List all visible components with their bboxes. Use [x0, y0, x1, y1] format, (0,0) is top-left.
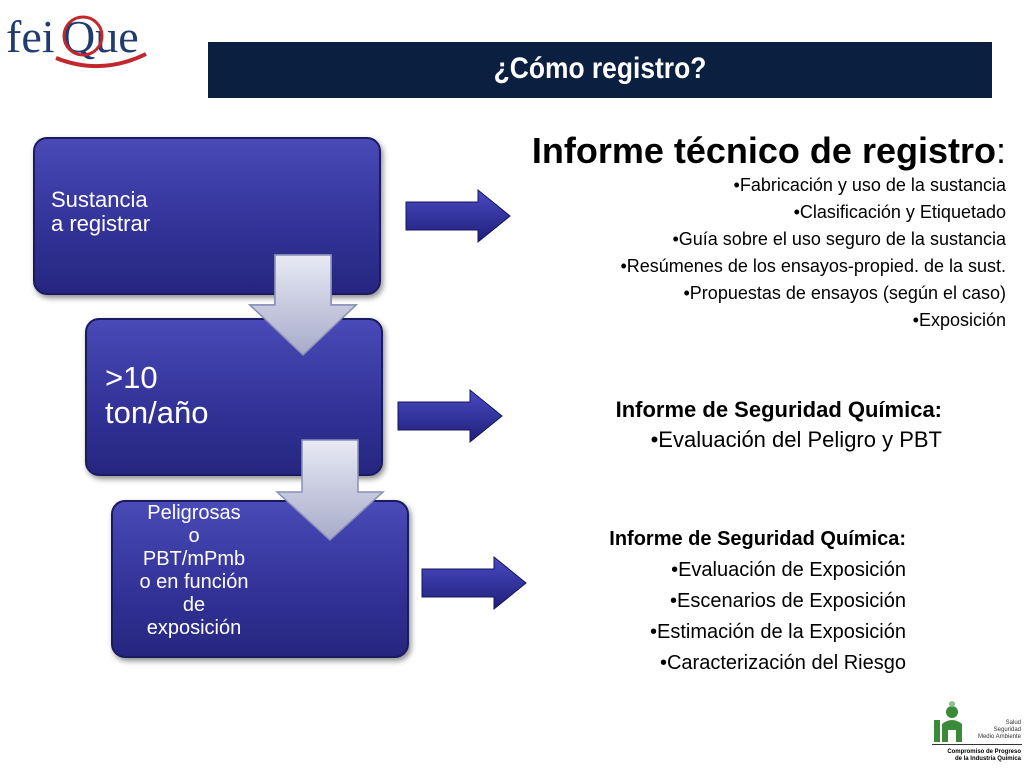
box-line: PBT/mPmb — [142, 548, 246, 570]
box-line: Sustancia — [51, 187, 148, 212]
logo-figure-head — [946, 706, 958, 718]
step-box-text: Peligrosas o PBT/mPmb o en función de ex… — [121, 502, 267, 640]
info-block-informe-tecnico: Informe técnico de registro: •Fabricació… — [446, 130, 1006, 334]
down-arrow-1-top — [248, 254, 358, 357]
logo-figure-body — [942, 720, 962, 742]
box-line: exposición — [146, 617, 242, 639]
info-item: •Resúmenes de los ensayos-propied. de la… — [620, 256, 1006, 276]
logo-figure-bar — [934, 720, 940, 742]
logo-divider — [932, 744, 1022, 745]
info-item: •Clasificación y Etiquetado — [793, 202, 1006, 222]
compromiso-progreso-logo: Salud Seguridad Medio Ambiente Compromis… — [932, 698, 1022, 764]
info-item: •Exposición — [912, 310, 1006, 330]
info-title-text: Informe técnico de registro — [531, 130, 996, 171]
step-box-tonnage: >10 ton/año — [85, 318, 383, 476]
logo-line: Salud — [1006, 720, 1021, 726]
info-item: •Estimación de la Exposición — [649, 621, 906, 643]
info-item: •Evaluación del Peligro y PBT — [650, 427, 942, 452]
info-block-seguridad-quimica-2: Informe de Seguridad Química: •Evaluació… — [486, 524, 906, 679]
info-item: •Guía sobre el uso seguro de la sustanci… — [672, 229, 1006, 249]
right-arrow-3 — [421, 555, 527, 611]
step-box-text: Sustancia a registrar — [51, 188, 150, 236]
info-item: •Propuestas de ensayos (según el caso) — [683, 283, 1007, 303]
right-arrow-1 — [405, 188, 511, 244]
info-item: •Fabricación y uso de la sustancia — [733, 175, 1006, 195]
step-box-sustancia: Sustancia a registrar — [33, 137, 381, 295]
info-item: •Escenarios de Exposición — [669, 590, 906, 612]
box-line: ton/año — [105, 395, 209, 430]
box-line: Peligrosas — [147, 502, 241, 524]
logo-leaf — [949, 701, 955, 707]
info-block-seguridad-quimica-1: Informe de Seguridad Química: •Evaluació… — [482, 395, 942, 455]
logo-line: Medio Ambiente — [978, 734, 1022, 740]
info-title: Informe técnico de registro: — [446, 130, 1006, 172]
box-line: o en función — [139, 571, 249, 593]
logo-text-fei: fei — [6, 11, 55, 62]
box-line: >10 — [105, 360, 158, 395]
logo-bold-line: Compromiso de Progreso — [947, 749, 1021, 755]
logo-bold-line: de la Industria Química — [955, 756, 1022, 762]
info-title-colon: : — [995, 130, 1006, 171]
info-item: •Evaluación de Exposición — [671, 559, 906, 581]
info-title: Informe de Seguridad Química: — [615, 397, 942, 422]
feique-logo: fei Que — [6, 6, 166, 72]
step-box-text: >10 ton/año — [105, 360, 208, 430]
info-title: Informe de Seguridad Química: — [609, 528, 906, 550]
info-item: •Caracterización del Riesgo — [659, 652, 906, 674]
logo-line: Seguridad — [994, 727, 1021, 733]
logo-swoosh — [55, 52, 147, 68]
page-title: ¿Cómo registro? — [493, 52, 707, 85]
right-arrow-2 — [397, 388, 503, 444]
box-line: o — [188, 525, 200, 547]
title-bar: ¿Cómo registro? — [208, 42, 992, 98]
step-box-peligrosas: Peligrosas o PBT/mPmb o en función de ex… — [111, 500, 409, 658]
box-line: de — [182, 594, 206, 616]
logo-ring — [62, 15, 104, 57]
down-arrow-2 — [275, 439, 385, 542]
box-line: a registrar — [51, 211, 151, 236]
